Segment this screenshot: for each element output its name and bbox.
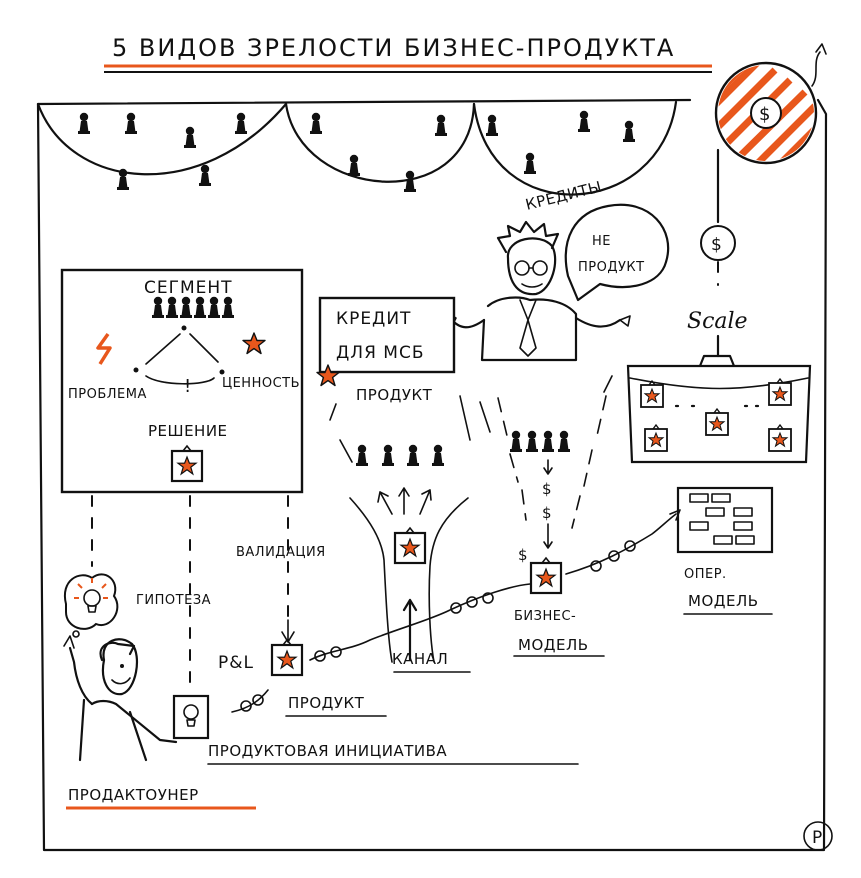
not-product-bubble: НЕ ПРОДУКТ	[564, 203, 670, 302]
business-dollar-flow: $ $ $	[518, 459, 553, 564]
pawn-icon	[407, 444, 419, 466]
pawn-icon	[199, 164, 211, 186]
problem-label: ПРОБЛЕМА	[68, 387, 147, 402]
pawn-icon	[542, 430, 554, 452]
owner-label: ПРОДАКТОУНЕР	[68, 786, 199, 804]
pnl-product-box	[270, 638, 304, 677]
product-owner-figure	[63, 635, 178, 762]
validation-arrow	[281, 619, 295, 643]
channel-label: КАНАЛ	[392, 650, 448, 668]
signature: Р	[812, 828, 822, 848]
business-dollar-1: $	[542, 480, 552, 498]
triangle-dot-right	[219, 369, 225, 375]
growth-curve	[231, 509, 681, 713]
bubble-line1: НЕ	[592, 234, 611, 249]
product-label: ПРОДУКТ	[288, 694, 365, 712]
pawn-icon	[526, 430, 538, 452]
channel-product-box	[393, 526, 427, 565]
briefcase-icon	[626, 354, 812, 464]
pawn-icon	[435, 114, 447, 136]
credit-box	[318, 296, 456, 374]
pawn-icon	[432, 444, 444, 466]
initiative-label: ПРОДУКТОВАЯ ИНИЦИАТИВА	[208, 742, 447, 760]
oper-model-line1: ОПЕР.	[684, 567, 727, 582]
coin-up-arrow	[811, 43, 827, 87]
validation-label: ВАЛИДАЦИЯ	[236, 545, 326, 560]
triangle-lines	[145, 333, 219, 385]
growth-loops	[240, 540, 636, 712]
exclamation-mark: !	[184, 376, 191, 397]
scale-label: Scale	[687, 309, 748, 334]
pawn-icon	[623, 120, 635, 142]
pawn-icon	[510, 430, 522, 452]
coin-dollar: $	[759, 104, 770, 125]
pawn-icon	[235, 112, 247, 134]
page-title: 5 ВИДОВ ЗРЕЛОСТИ БИЗНЕС-ПРОДУКТА	[112, 34, 675, 62]
bubble-line2: ПРОДУКТ	[578, 260, 645, 275]
pawn-icon	[524, 152, 536, 174]
scallop-2	[284, 102, 476, 183]
small-dollar-coin-icon: $	[700, 225, 736, 261]
solution-label: РЕШЕНИЕ	[148, 422, 228, 440]
credit-line1: КРЕДИТ	[336, 309, 411, 329]
hypothesis-label: ГИПОТЕЗА	[136, 593, 211, 608]
business-pawns	[510, 430, 570, 452]
signature-circle	[803, 821, 833, 851]
product-mid-label: ПРОДУКТ	[356, 386, 433, 404]
scale-dollar: $	[711, 235, 722, 255]
triangle-dot-top	[181, 325, 187, 331]
dollar-coin-icon: $	[714, 61, 818, 165]
pnl-label: P&L	[218, 653, 254, 673]
pawn-icon	[78, 112, 90, 134]
scallop-1	[36, 102, 288, 176]
channel-arrows	[349, 487, 469, 663]
channel-pawns	[356, 444, 444, 466]
frame-border	[36, 98, 828, 852]
pawn-icon	[382, 444, 394, 466]
segment-pawns-3	[486, 110, 635, 174]
funnel-lines	[329, 375, 613, 529]
lightbulb-icon	[183, 704, 199, 727]
business-dollar-3: $	[518, 546, 528, 564]
segment-pawns-1	[78, 112, 247, 190]
pawn-icon	[356, 444, 368, 466]
flowchart-icon	[676, 486, 774, 554]
oper-model-line2: МОДЕЛЬ	[688, 592, 759, 610]
pawn-icon	[578, 110, 590, 132]
triangle-dot-left	[133, 367, 139, 373]
scallop-3	[472, 100, 678, 196]
business-dollar-2: $	[542, 504, 552, 522]
lightning-icon	[96, 332, 112, 365]
pawn-icon	[184, 126, 196, 148]
segment-pawns-2	[310, 112, 447, 192]
pawn-icon	[125, 112, 137, 134]
pawn-icon	[348, 154, 360, 176]
segment-label: СЕГМЕНТ	[144, 278, 233, 298]
business-model-line1: БИЗНЕС-	[514, 609, 576, 624]
pawn-icon	[310, 112, 322, 134]
business-model-line2: МОДЕЛЬ	[518, 636, 589, 654]
pawn-icon	[558, 430, 570, 452]
credit-line2: ДЛЯ МСБ	[336, 343, 424, 363]
credits-label: КРЕДИТЫ	[524, 178, 604, 214]
business-model-box	[529, 556, 563, 595]
pawn-icon	[486, 114, 498, 136]
lightbulb-icon	[63, 573, 119, 638]
value-label: ЦЕННОСТЬ	[222, 376, 300, 391]
solution-box-icon	[170, 444, 204, 483]
